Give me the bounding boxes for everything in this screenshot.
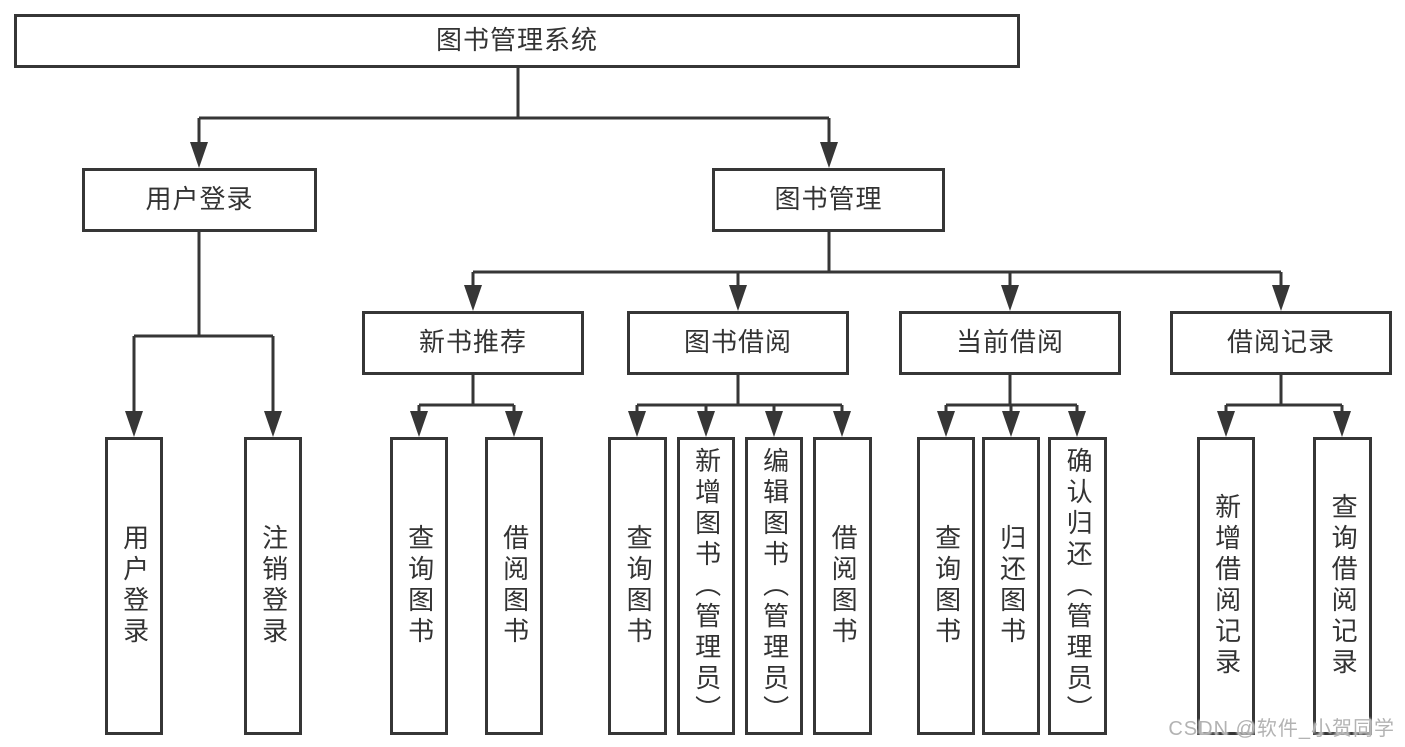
node-logout-action: 注销登录	[244, 437, 302, 735]
node-book-borrowing: 图书借阅	[627, 311, 849, 375]
node-new-book-recommendation: 新书推荐	[362, 311, 584, 375]
node-label: 归还图书	[996, 524, 1027, 648]
node-label: 查询图书	[623, 524, 654, 648]
node-label: 借阅记录	[1226, 327, 1335, 358]
node-borrowing-records: 借阅记录	[1170, 311, 1392, 375]
connector-arrowheads	[125, 142, 1351, 437]
node-label: 确认归还（管理员）	[1063, 446, 1094, 726]
node-book-management-module: 图书管理	[712, 168, 945, 232]
node-nb-query-books: 查询图书	[390, 437, 448, 735]
node-library-management-system: 图书管理系统	[14, 14, 1020, 68]
node-bb-edit-books-admin: 编辑图书（管理员）	[745, 437, 803, 735]
node-bb-borrow-books: 借阅图书	[813, 437, 872, 735]
node-label: 借阅图书	[499, 524, 530, 648]
node-label: 查询图书	[931, 524, 962, 648]
node-user-login-module: 用户登录	[82, 168, 317, 232]
node-label: 注销登录	[258, 524, 289, 648]
node-br-add-record: 新增借阅记录	[1197, 437, 1255, 735]
node-user-login-action: 用户登录	[105, 437, 163, 735]
node-label: 图书借阅	[683, 327, 792, 358]
node-cb-query-books: 查询图书	[917, 437, 975, 735]
node-cb-confirm-return-admin: 确认归还（管理员）	[1048, 437, 1107, 735]
node-label: 编辑图书（管理员）	[759, 446, 790, 726]
node-label: 用户登录	[119, 524, 150, 648]
node-label: 图书管理	[774, 184, 883, 215]
node-bb-query-books: 查询图书	[608, 437, 667, 735]
node-label: 借阅图书	[828, 524, 859, 648]
node-label: 当前借阅	[955, 327, 1064, 358]
node-current-borrowing: 当前借阅	[899, 311, 1121, 375]
node-label: 新书推荐	[418, 327, 527, 358]
node-bb-add-books-admin: 新增图书（管理员）	[677, 437, 735, 735]
node-label: 查询图书	[404, 524, 435, 648]
node-label: 新增图书（管理员）	[691, 446, 722, 726]
node-label: 新增借阅记录	[1211, 493, 1242, 679]
node-label: 用户登录	[145, 184, 254, 215]
node-br-query-record: 查询借阅记录	[1313, 437, 1372, 735]
node-label: 查询借阅记录	[1328, 493, 1359, 679]
node-nb-borrow-books: 借阅图书	[485, 437, 543, 735]
node-cb-return-books: 归还图书	[982, 437, 1040, 735]
node-label: 图书管理系统	[435, 25, 598, 56]
csdn-watermark: CSDN @软件_小贺同学	[1168, 718, 1395, 740]
